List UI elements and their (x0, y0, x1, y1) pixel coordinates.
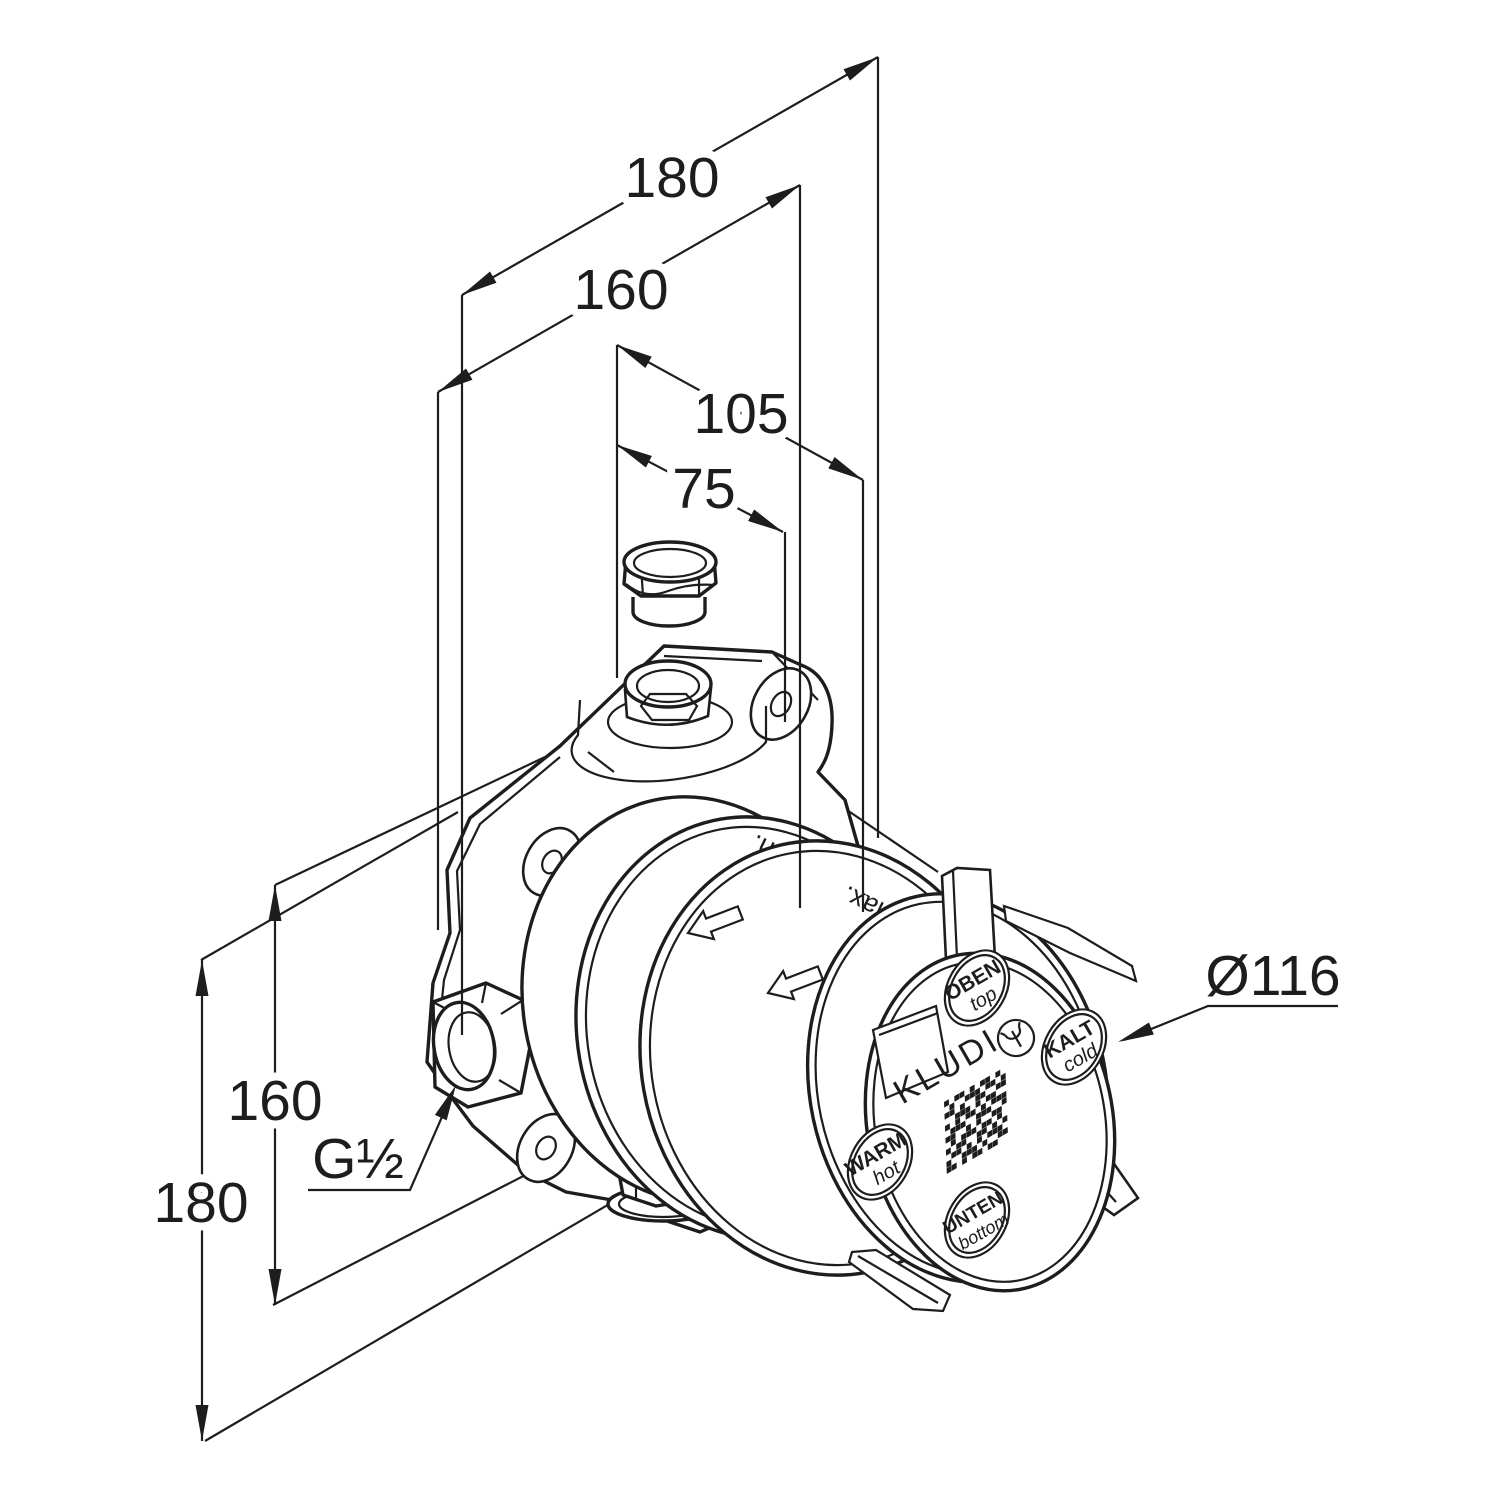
side-port-g-half (431, 981, 532, 1109)
screw-boss-lower-left (515, 1112, 577, 1184)
dim-label-180-top: 180 (624, 146, 719, 210)
thread-size-label: G½ (312, 1127, 404, 1191)
dim-arrow-icon (195, 1405, 209, 1441)
front-cover: OBEN top KALT cold WARM hot UNTEN bottom… (805, 866, 1140, 1313)
top-port (570, 659, 768, 783)
dimensioning: 180 160 105 75 160 (145, 56, 1349, 1441)
dimension-height-outer: 180 (145, 960, 257, 1441)
dim-arrow-icon (617, 445, 652, 468)
dim-arrow-icon (268, 885, 282, 921)
label-warm-hot: WARM hot (841, 1123, 914, 1201)
leader-arrow-icon (434, 1085, 456, 1121)
ext-line-height180-top (200, 811, 459, 961)
plate-top-bevel (663, 654, 763, 663)
insertion-direction-arrow-icon (766, 964, 825, 1001)
dim-label-160-top: 160 (573, 258, 668, 322)
leader-thread-size: G½ (304, 1085, 456, 1199)
dimension-offset-cold: 105 (616, 344, 864, 481)
top-port-platform (570, 699, 768, 783)
hex-cap-knurl (625, 583, 715, 596)
dimension-offset-hot: 75 (616, 444, 784, 533)
diameter-label: Ø116 (1205, 944, 1340, 1008)
dim-arrow-icon (268, 1269, 282, 1305)
dim-arrow-icon (438, 368, 473, 392)
cover-face-notch (871, 1004, 950, 1100)
leader-diameter: Ø116 (1118, 936, 1349, 1042)
top-port-bore (635, 668, 701, 704)
wall-sliver-right-top (1002, 904, 1138, 983)
label-unten-bottom: UNTEN bottom (940, 1181, 1012, 1259)
leader-arrow-icon (1118, 1022, 1154, 1042)
insertion-direction-arrow-icon (686, 904, 745, 941)
dim-arrow-icon (748, 509, 783, 532)
dim-label-105: 105 (693, 382, 788, 446)
label-oben-top: OBEN top (941, 949, 1011, 1027)
hex-cap-neck (631, 597, 707, 628)
dimension-height-inner: 160 (219, 885, 331, 1305)
dim-label-180-left: 180 (153, 1171, 248, 1235)
hex-plug-cap (622, 540, 718, 628)
dimension-width-inner: 160 (437, 184, 801, 393)
ext-line-height160-top (274, 756, 546, 886)
dim-arrow-icon (617, 345, 652, 369)
label-kalt-cold: KALT cold (1040, 1008, 1108, 1086)
dim-label-75: 75 (672, 457, 735, 521)
plate-bevel-edge (434, 756, 561, 1059)
dimension-width-outer: 180 (461, 56, 879, 296)
dim-arrow-icon (843, 57, 878, 81)
kludi-logo-icon (996, 1018, 1036, 1058)
qr-code (944, 1069, 1008, 1174)
top-port-rim (623, 659, 713, 709)
top-port-socket-hex (639, 692, 699, 722)
plate-rib (587, 751, 615, 773)
dim-arrow-icon (828, 456, 863, 480)
dim-arrow-icon (765, 185, 800, 209)
ext-line-height160-bottom (272, 1151, 571, 1306)
wall-bottom-left-edge (204, 1185, 641, 1442)
dim-arrow-icon (462, 271, 497, 295)
side-port-bore (447, 1011, 497, 1083)
dim-arrow-icon (195, 960, 209, 996)
dim-label-160-left: 160 (227, 1069, 322, 1133)
